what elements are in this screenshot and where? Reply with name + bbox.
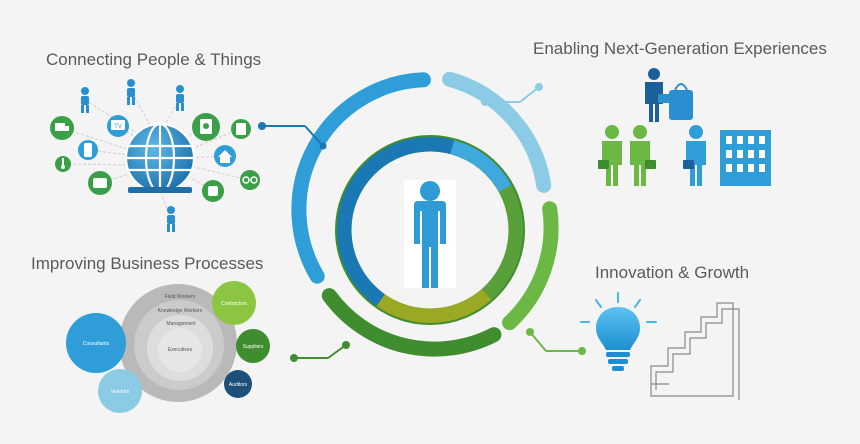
contractors-circle	[212, 281, 256, 325]
management-label: Management	[166, 321, 196, 327]
business-person-green-1	[598, 125, 622, 186]
executives-label: Executives	[168, 347, 193, 353]
truck-icon	[50, 116, 74, 140]
glasses-icon	[240, 170, 260, 190]
stairs-icon	[650, 302, 740, 400]
inner-ring-blue	[336, 136, 455, 307]
heading-innovation: Innovation & Growth	[595, 263, 750, 282]
suppliers-label: Suppliers	[243, 344, 264, 350]
business-people-icon	[598, 68, 771, 186]
vendors-circle	[98, 369, 142, 413]
business-person-green-2	[630, 125, 656, 186]
inner-ring-lightblue	[450, 139, 513, 193]
auditors-label: Auditors	[229, 382, 248, 388]
lightbulb-icon	[580, 292, 657, 371]
person-icon	[127, 79, 135, 105]
knowledge-workers-label: Knowledge Workers	[158, 308, 203, 314]
wallet-icon	[88, 171, 112, 195]
watch-icon	[202, 180, 224, 202]
heading-enabling: Enabling Next-Generation Experiences	[533, 39, 827, 58]
shopping-bag-icon	[669, 83, 693, 120]
outer-arc-darkgreen	[321, 288, 502, 357]
business-person-blue	[683, 125, 706, 186]
person-icon	[167, 206, 175, 232]
field-workers-label: Field Workers	[165, 294, 196, 300]
auditors-circle	[224, 370, 252, 398]
tv-icon-label: TV	[114, 124, 122, 130]
connector-bottom-left	[290, 341, 350, 362]
house-icon	[214, 145, 236, 167]
outer-arc-lightblue	[442, 71, 552, 193]
connector-top-left	[258, 122, 327, 150]
consultants-circle	[66, 313, 126, 373]
inner-ring-rim	[335, 135, 525, 325]
calculator-icon	[231, 119, 251, 139]
person-icon	[176, 85, 184, 111]
globe-icon	[124, 122, 196, 194]
book-icon	[192, 113, 220, 141]
vendors-label: Vendors	[111, 389, 130, 395]
person-icon	[81, 87, 89, 113]
outer-arc-blue	[291, 72, 431, 284]
executives-circle	[158, 328, 202, 372]
iot-network: TV	[50, 79, 260, 232]
business-process-circles: Field Workers Knowledge Workers Manageme…	[66, 281, 270, 413]
connector-bottom-right	[526, 328, 586, 355]
center-person-icon	[414, 181, 446, 288]
connector-top-right	[481, 83, 543, 106]
heading-improving: Improving Business Processes	[31, 254, 264, 273]
contractors-label: Contractors	[221, 301, 247, 307]
inner-ring-olive	[376, 289, 492, 324]
outer-arc-green	[502, 201, 559, 331]
phone-icon	[78, 140, 98, 160]
business-person-top	[645, 68, 670, 122]
central-ring-diagram	[291, 71, 559, 357]
consultants-label: Consultants	[83, 341, 110, 347]
tv-icon: TV	[107, 115, 129, 137]
heading-connecting: Connecting People & Things	[46, 50, 262, 69]
building-icon	[720, 130, 771, 186]
suppliers-circle	[236, 329, 270, 363]
thermometer-icon	[55, 156, 71, 172]
